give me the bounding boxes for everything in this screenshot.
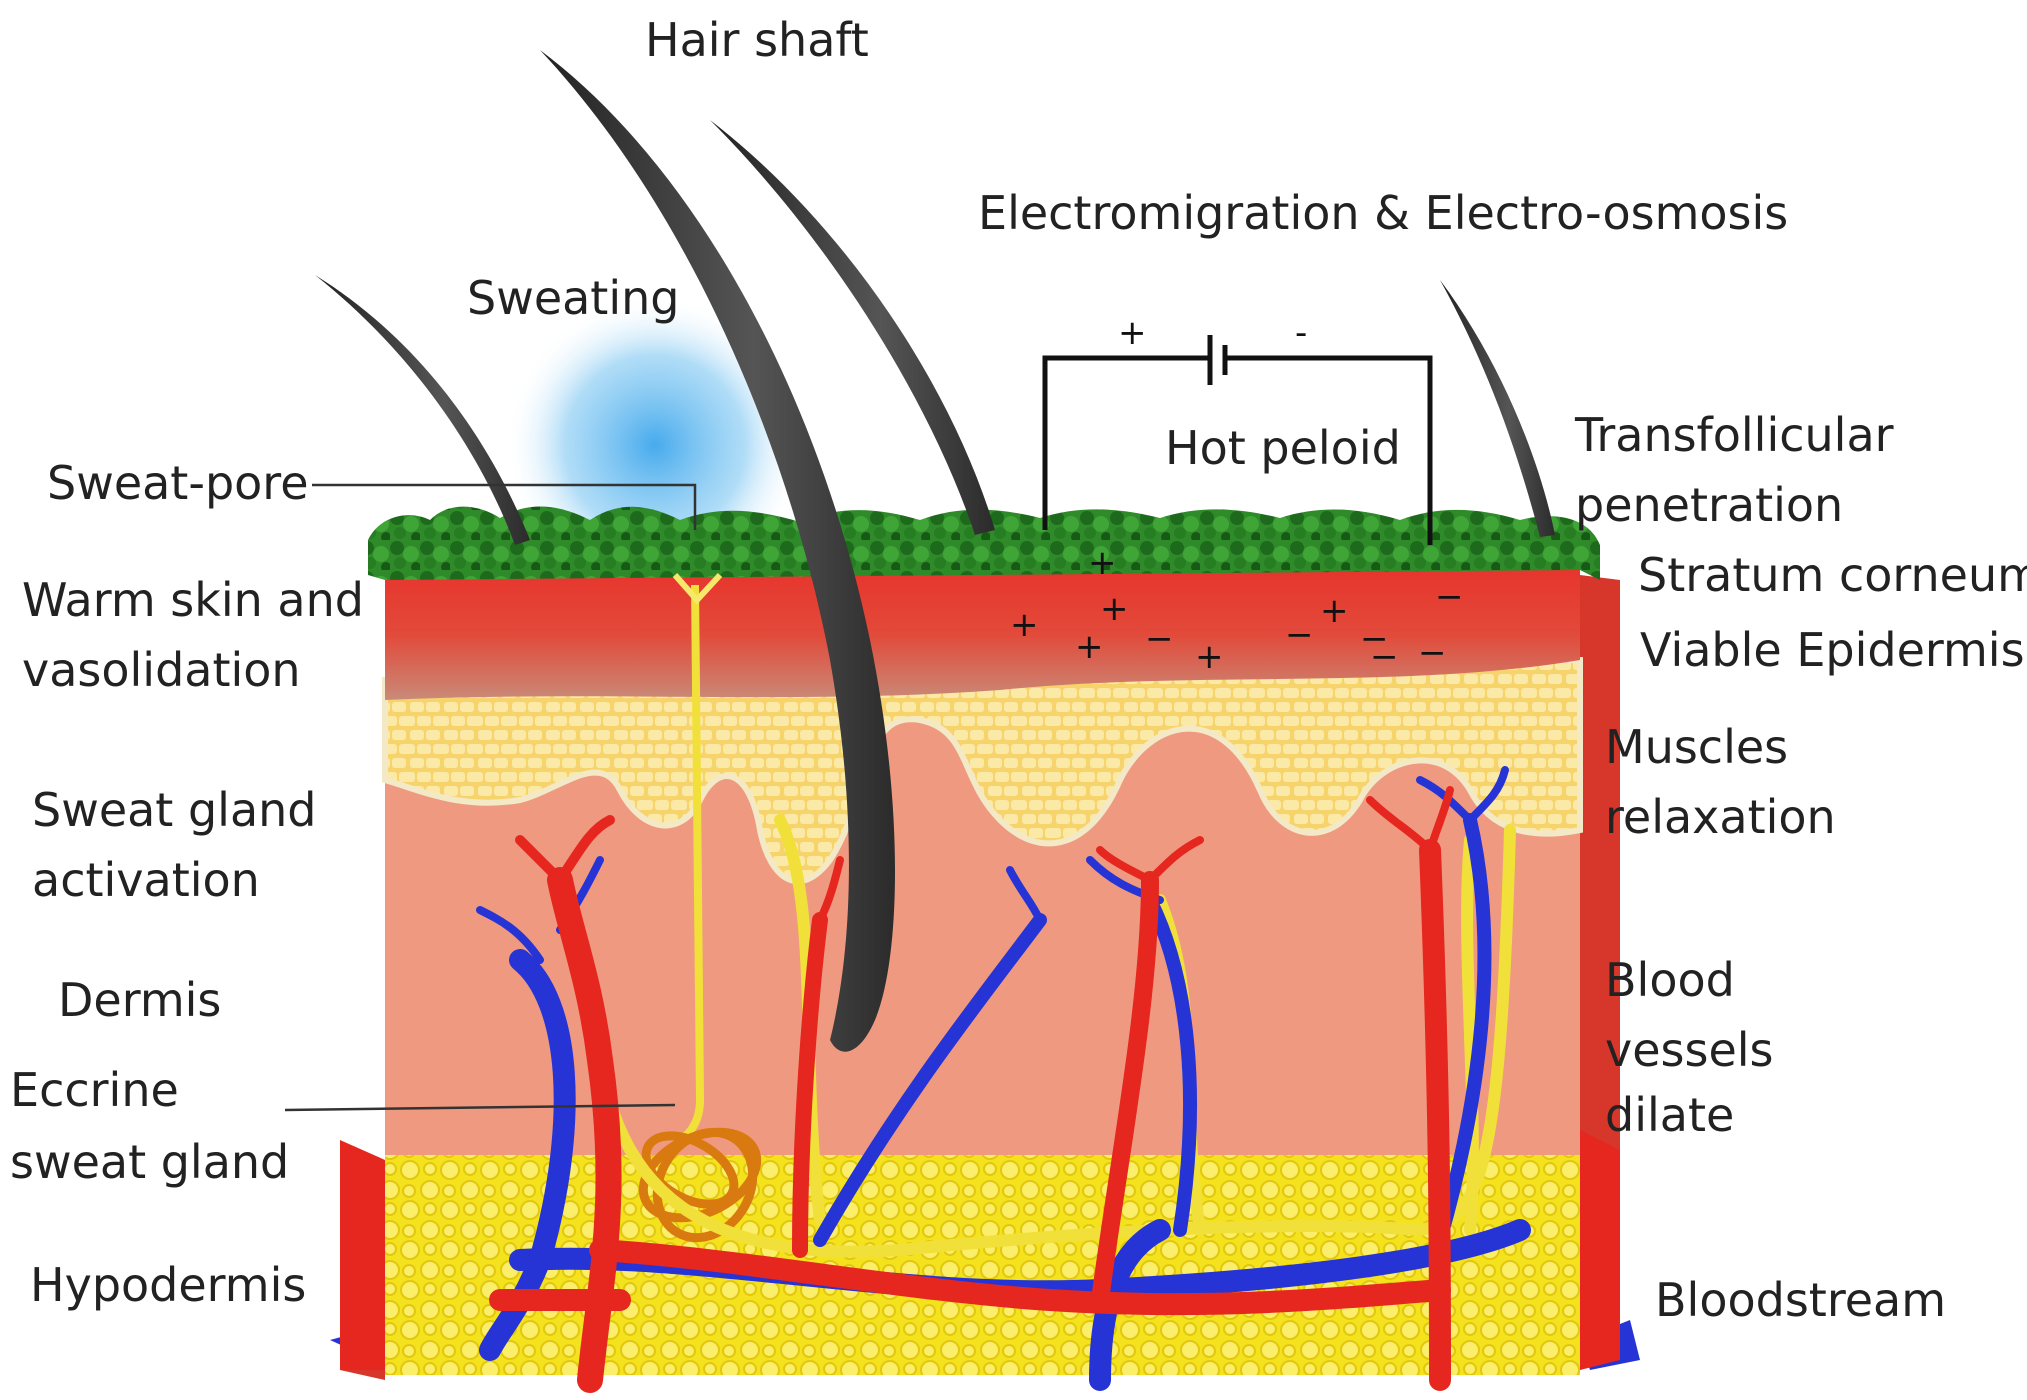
hair-shaft-right xyxy=(1440,280,1555,537)
label-viable-epidermis: Viable Epidermis xyxy=(1640,623,2025,677)
label-penetration: penetration xyxy=(1575,478,1844,532)
label-vessels: vessels xyxy=(1605,1023,1774,1077)
label-hair-shaft: Hair shaft xyxy=(645,13,869,67)
label-warm-skin: Warm skin and xyxy=(22,573,364,627)
label-sweat-pore: Sweat-pore xyxy=(47,456,309,510)
charge-minus: − xyxy=(1435,577,1464,617)
hair-shaft-center xyxy=(710,120,995,535)
label-sweating: Sweating xyxy=(467,271,680,325)
sweat-cloud xyxy=(505,280,805,580)
eccrine-leader-line xyxy=(284,1103,676,1112)
charge-plus: + xyxy=(1100,589,1129,629)
label-eccrine: Eccrine xyxy=(10,1063,179,1117)
sweat-pore-leader-line xyxy=(312,483,697,530)
label-dilate: dilate xyxy=(1605,1088,1735,1142)
label-hypodermis: Hypodermis xyxy=(30,1258,307,1312)
charge-minus: − xyxy=(1145,619,1174,659)
arteries xyxy=(340,786,1620,1393)
label-muscles: Muscles xyxy=(1605,720,1789,774)
label-stratum-corneum: Stratum corneum xyxy=(1638,548,2027,602)
epidermis-cell-layer xyxy=(382,656,1583,885)
label-dermis: Dermis xyxy=(58,973,222,1027)
hair-shaft-left xyxy=(315,275,530,545)
charge-minus: − xyxy=(1370,637,1399,677)
charge-minus: − xyxy=(1418,633,1447,673)
label-sweat-gland: Sweat gland xyxy=(32,783,317,837)
charge-minus: − xyxy=(1285,615,1314,655)
charge-minus: − xyxy=(1360,619,1389,659)
label-activation: activation xyxy=(32,853,260,907)
eccrine-sweat-gland xyxy=(638,1127,762,1243)
label-vasolidation: vasolidation xyxy=(22,643,301,697)
label-transfollicular: Transfollicular xyxy=(1575,408,1894,462)
circuit-positive-sign: + xyxy=(1118,313,1147,353)
label-sweat-gland-eccrine: sweat gland xyxy=(10,1135,290,1189)
hair-shaft-main xyxy=(540,50,895,1052)
label-blood: Blood xyxy=(1605,953,1735,1007)
peloid-layer xyxy=(368,506,1600,580)
label-bloodstream: Bloodstream xyxy=(1655,1273,1947,1327)
label-relaxation: relaxation xyxy=(1605,790,1836,844)
viable-epidermis-layer xyxy=(385,555,1580,700)
label-electromigration: Electromigration & Electro-osmosis xyxy=(978,186,1789,240)
charge-plus: + xyxy=(1195,637,1224,677)
electrical-circuit xyxy=(1042,335,1433,545)
charge-plus: + xyxy=(1320,591,1349,631)
charge-plus: + xyxy=(1075,627,1104,667)
sweat-pore-funnel xyxy=(672,572,723,605)
charge-plus: + xyxy=(1088,543,1117,583)
circuit-negative-sign: - xyxy=(1295,313,1308,353)
charge-plus: + xyxy=(1010,605,1039,645)
label-hot-peloid: Hot peloid xyxy=(1165,421,1401,475)
